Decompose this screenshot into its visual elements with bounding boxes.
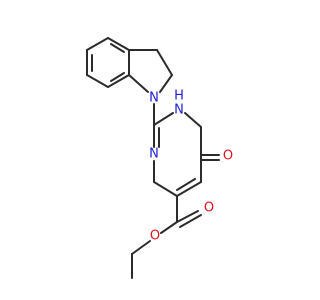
bond	[176, 210, 199, 223]
atom-label-o: O	[223, 149, 233, 164]
bond	[184, 112, 202, 128]
atom-label-n: N	[149, 147, 159, 162]
bond	[107, 74, 130, 88]
bond	[160, 221, 178, 234]
atom-label-layer: N N H N O O O	[149, 89, 233, 244]
bond	[153, 181, 178, 197]
atom-label-n: N	[149, 91, 159, 106]
atom-label-o: O	[150, 229, 160, 244]
atom-label-h: H	[174, 89, 184, 104]
bond	[179, 214, 202, 228]
bond	[153, 112, 174, 126]
bond	[131, 240, 151, 255]
double-bond-inner	[110, 43, 125, 53]
molecule-structure: N N H N O O O	[86, 37, 233, 279]
double-bond-inner	[110, 72, 125, 82]
double-bond-inner	[176, 178, 196, 191]
bond	[86, 37, 109, 51]
atom-label-o: O	[204, 201, 214, 216]
atom-label-n: N	[174, 103, 184, 118]
bond	[128, 74, 149, 93]
bond	[159, 74, 173, 93]
bond	[86, 74, 109, 88]
bond	[176, 181, 202, 197]
bond-layer	[86, 37, 220, 279]
bond	[107, 37, 130, 51]
bond	[156, 49, 173, 76]
